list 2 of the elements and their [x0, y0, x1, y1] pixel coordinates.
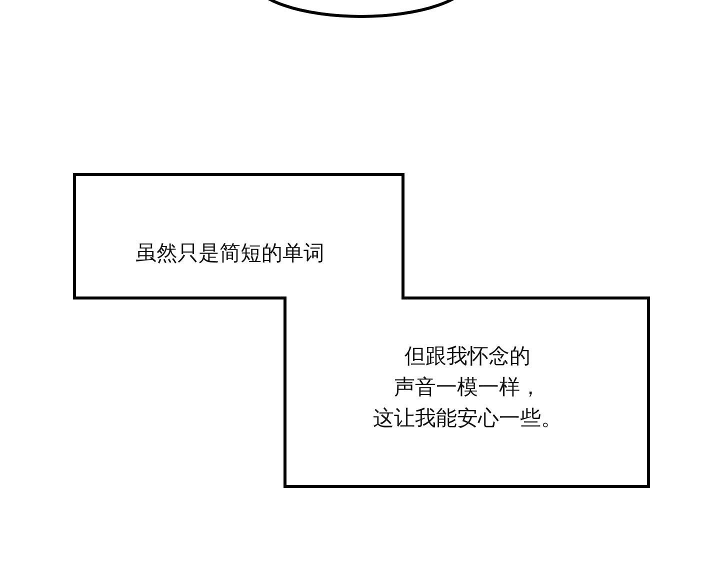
narration-text: 虽然只是简短的单词 — [134, 240, 326, 267]
narration-text: 但跟我怀念的声音一模一样，这让我能安心一些。 — [372, 343, 563, 432]
